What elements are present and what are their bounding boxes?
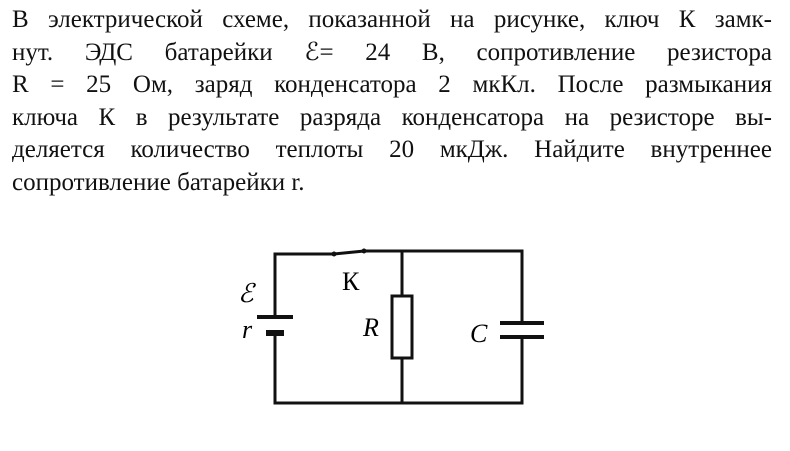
problem-line-4: ключа К в результате разряда конденсатор… <box>12 103 772 131</box>
problem-line-3: R = 25 Ом, заряд конденсатора 2 мкКл. По… <box>12 71 772 98</box>
resistor-symbol <box>390 294 414 360</box>
resistor-label: R <box>362 313 379 342</box>
problem-line-2: нут. ЭДС батарейки ℰ= 24 В, сопротивлени… <box>12 38 772 66</box>
circuit-svg: ℰ r К R C <box>238 248 544 405</box>
switch-contact-left <box>331 251 337 257</box>
switch-blade <box>332 249 366 256</box>
switch-contact-right <box>361 248 367 254</box>
capacitor-label: C <box>470 319 488 348</box>
switch-label: К <box>342 267 360 296</box>
problem-text: В электрической схеме, показанной на рис… <box>12 4 772 199</box>
problem-line-5: деляется количество теплоты 20 мкДж. Най… <box>12 136 772 163</box>
problem-line-1: В электрической схеме, показанной на рис… <box>12 6 772 33</box>
circuit-diagram: ℰ r К R C <box>232 238 554 416</box>
problem-line-6: сопротивление батарейки r. <box>12 168 305 196</box>
internal-resistance-label: r <box>242 315 253 344</box>
emf-label: ℰ <box>238 279 256 308</box>
